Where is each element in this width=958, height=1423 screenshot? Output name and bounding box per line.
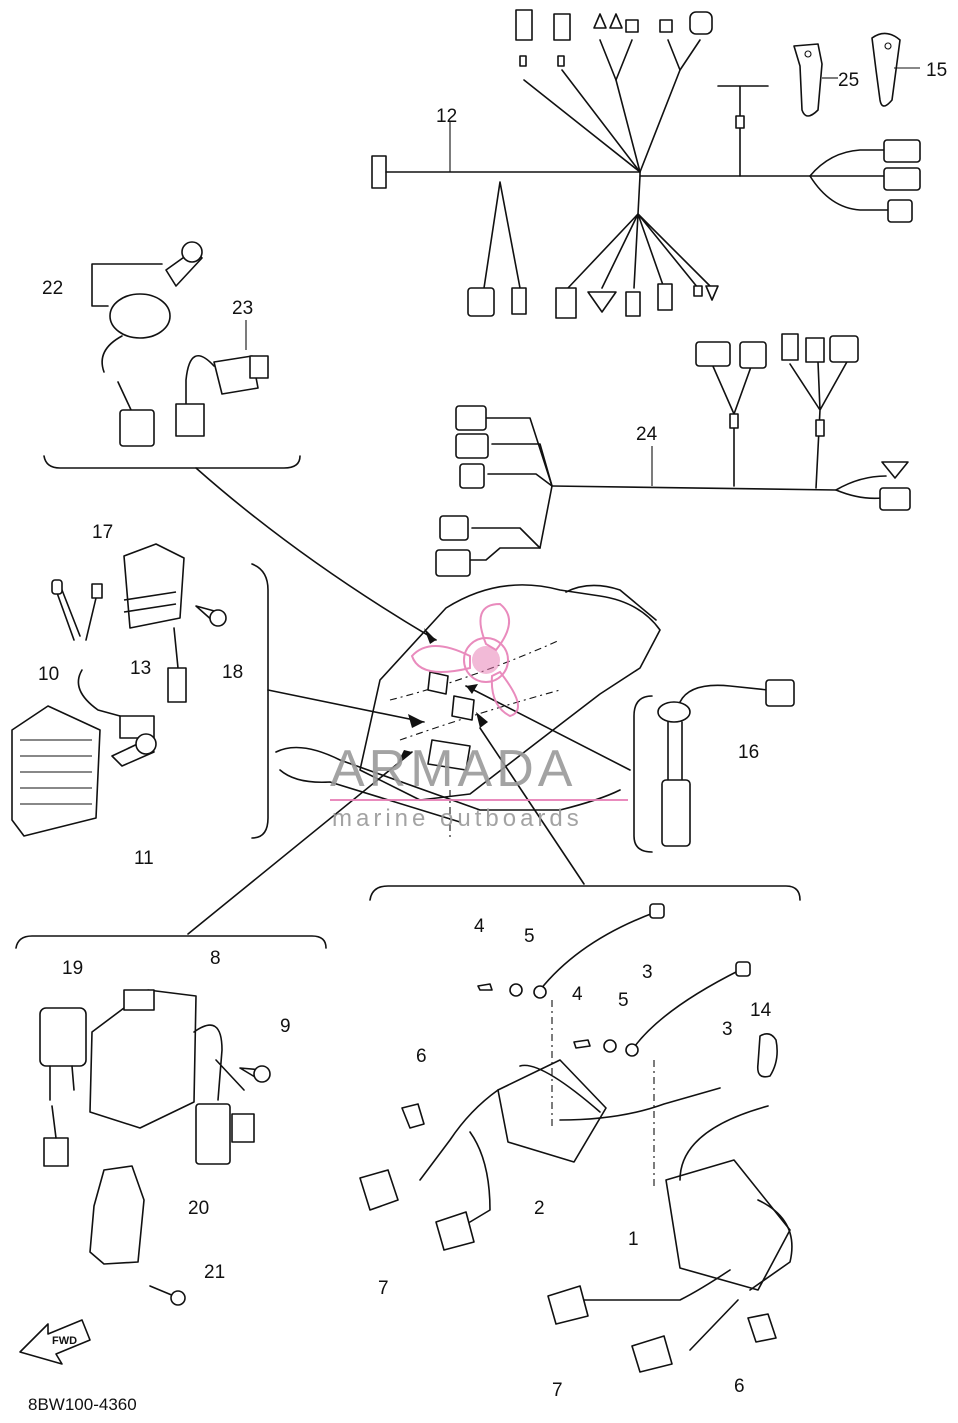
callout-labels: 1 2 3 3 4 4 5 5 6 6 7 7 8 9 10 11 12 13 …	[38, 60, 947, 1401]
watermark-tagline: marine outboards	[332, 805, 583, 832]
callout-9: 9	[280, 1016, 291, 1037]
callout-1: 1	[628, 1229, 639, 1250]
callout-6a: 6	[416, 1046, 427, 1067]
rectifier-group	[11, 543, 269, 839]
key-blank-15	[871, 32, 920, 107]
forward-marker-text: FWD	[52, 1335, 77, 1347]
diagram-code: 8BW100-4360	[28, 1395, 137, 1414]
main-switch-group	[43, 241, 301, 469]
callout-8: 8	[210, 948, 221, 969]
snowmobile-body	[275, 584, 661, 840]
ignition-coil-group	[359, 885, 801, 1373]
callout-22: 22	[42, 278, 63, 299]
callout-17: 17	[92, 522, 113, 543]
propeller-logo	[410, 602, 519, 718]
callout-20: 20	[188, 1198, 209, 1219]
callout-21: 21	[204, 1262, 225, 1283]
callout-12: 12	[436, 106, 457, 127]
key-blank-25	[793, 43, 838, 117]
callout-18: 18	[222, 662, 243, 683]
callout-19: 19	[62, 958, 83, 979]
callout-16: 16	[738, 742, 759, 763]
wire-harness-12	[371, 9, 921, 319]
callout-10: 10	[38, 664, 59, 685]
cdi-unit-group	[15, 935, 327, 1306]
leader-lines	[187, 467, 631, 935]
callout-2: 2	[534, 1198, 545, 1219]
callout-24: 24	[636, 424, 658, 445]
callout-4a: 4	[474, 916, 485, 937]
callout-4b: 4	[572, 984, 583, 1005]
callout-3b: 3	[722, 1019, 733, 1040]
callout-3a: 3	[642, 962, 653, 983]
callout-5a: 5	[524, 926, 535, 947]
wire-harness-24	[435, 333, 911, 577]
sensor-group-16	[633, 679, 795, 853]
callout-23: 23	[232, 298, 253, 319]
watermark: ARMADA marine outboards	[330, 602, 628, 832]
callout-25: 25	[838, 70, 859, 91]
forward-direction-arrow: FWD	[19, 1319, 91, 1365]
callout-5b: 5	[618, 990, 629, 1011]
callout-13: 13	[130, 658, 151, 679]
callout-6b: 6	[734, 1376, 745, 1397]
callout-7a: 7	[378, 1278, 389, 1299]
callout-14: 14	[750, 1000, 772, 1021]
watermark-brand: ARMADA	[330, 740, 576, 798]
callout-7b: 7	[552, 1380, 563, 1401]
callout-11: 11	[134, 848, 154, 869]
callout-15: 15	[926, 60, 947, 81]
